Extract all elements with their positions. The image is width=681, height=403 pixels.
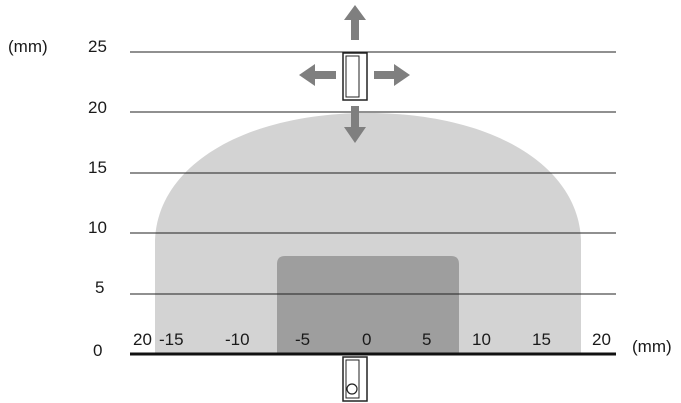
arrow-down-icon xyxy=(344,106,366,143)
actuator-icon xyxy=(342,52,368,101)
arrow-left-icon xyxy=(299,64,336,86)
x-tick-20: 20 xyxy=(592,330,611,349)
sensor-switch-icon xyxy=(342,356,368,402)
x-tick-0: 0 xyxy=(362,330,371,349)
x-tick-15: 15 xyxy=(532,330,551,349)
arrow-up-icon xyxy=(344,5,366,40)
x-tick-10: 10 xyxy=(472,330,491,349)
movement-arrows xyxy=(299,5,410,143)
y-tick-0: 0 xyxy=(93,341,102,360)
gridlines xyxy=(130,51,616,295)
y-tick-20: 20 xyxy=(88,98,107,117)
inner-detection-zone xyxy=(277,256,459,354)
x-tick-5: 5 xyxy=(422,330,431,349)
arrow-right-icon xyxy=(374,64,410,86)
y-tick-5: 5 xyxy=(95,278,104,297)
x-tick-neg20: 20 xyxy=(133,330,152,349)
x-axis-unit: (mm) xyxy=(632,337,672,356)
y-axis-unit: (mm) xyxy=(8,37,48,56)
x-tick-neg10: -10 xyxy=(225,330,250,349)
y-tick-25: 25 xyxy=(88,37,107,56)
x-tick-neg15: -15 xyxy=(159,330,184,349)
y-tick-10: 10 xyxy=(88,218,107,237)
x-tick-neg5: -5 xyxy=(295,330,310,349)
y-tick-15: 15 xyxy=(88,158,107,177)
